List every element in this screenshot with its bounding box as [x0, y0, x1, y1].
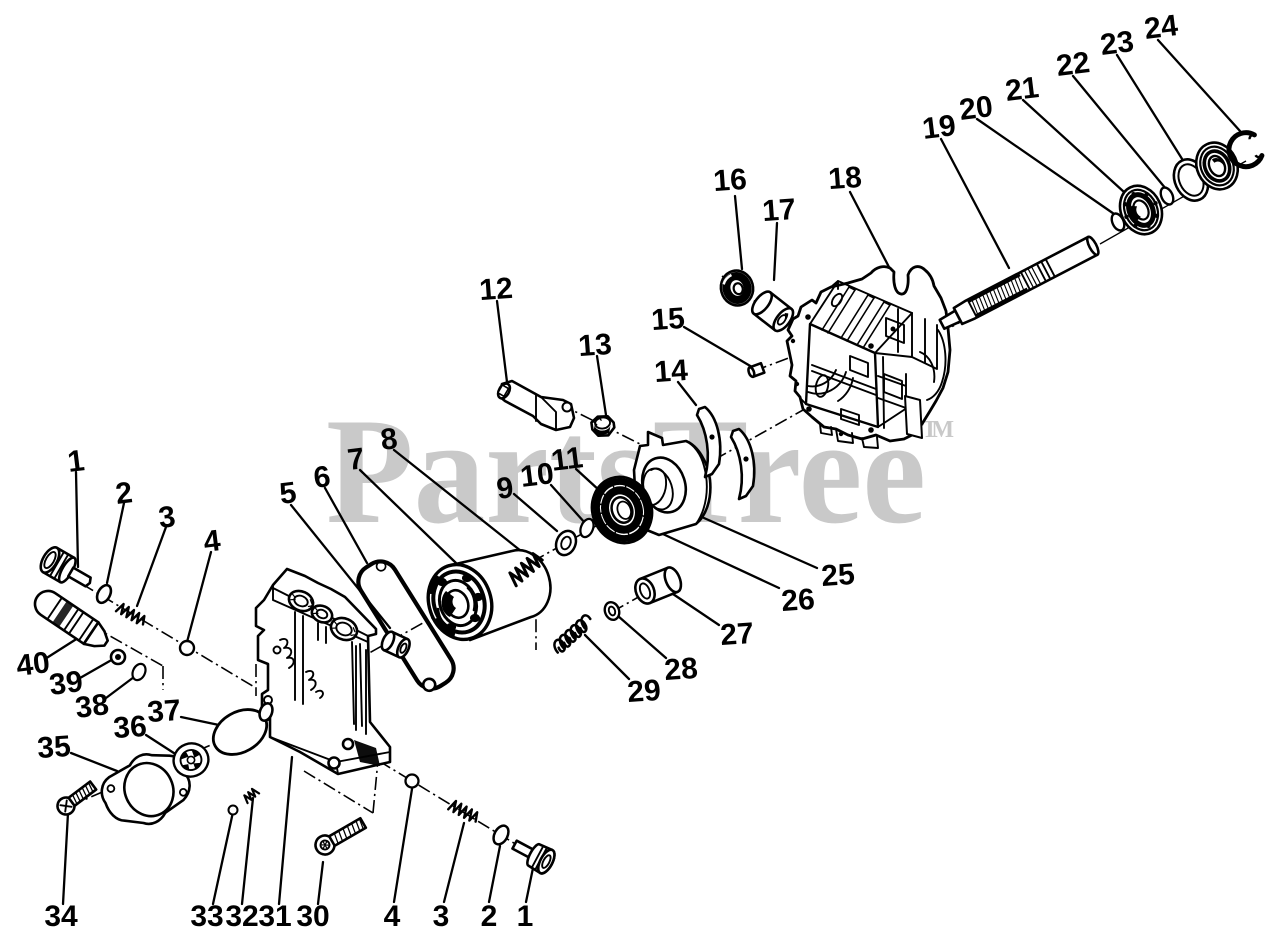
svg-text:26: 26	[780, 583, 816, 618]
svg-text:38: 38	[73, 688, 110, 725]
svg-text:14: 14	[653, 354, 689, 389]
svg-text:37: 37	[146, 694, 182, 729]
svg-text:19: 19	[920, 109, 957, 146]
svg-text:9: 9	[495, 471, 516, 506]
svg-text:39: 39	[47, 665, 84, 702]
svg-text:25: 25	[820, 558, 856, 593]
svg-text:13: 13	[577, 328, 613, 363]
svg-text:24: 24	[1142, 9, 1179, 46]
svg-text:28: 28	[663, 652, 699, 687]
svg-text:6: 6	[312, 460, 333, 495]
svg-text:18: 18	[827, 161, 863, 196]
svg-text:4: 4	[384, 900, 401, 933]
svg-text:40: 40	[14, 646, 51, 683]
svg-text:7: 7	[346, 442, 367, 477]
svg-text:3: 3	[433, 900, 450, 933]
svg-text:2: 2	[481, 900, 498, 933]
svg-text:1: 1	[517, 900, 534, 933]
svg-text:15: 15	[650, 302, 686, 337]
svg-text:3: 3	[157, 500, 178, 535]
svg-text:34: 34	[44, 900, 78, 933]
svg-text:16: 16	[712, 163, 748, 198]
svg-text:31: 31	[258, 900, 291, 933]
svg-text:11: 11	[549, 441, 585, 478]
svg-text:29: 29	[626, 674, 662, 709]
svg-text:12: 12	[478, 272, 514, 307]
svg-text:1: 1	[66, 444, 87, 479]
svg-text:20: 20	[957, 90, 994, 127]
svg-text:4: 4	[202, 524, 223, 559]
svg-text:23: 23	[1098, 25, 1135, 62]
svg-text:22: 22	[1054, 46, 1091, 83]
svg-text:5: 5	[278, 476, 299, 511]
svg-text:35: 35	[36, 730, 72, 765]
svg-text:2: 2	[114, 476, 135, 511]
svg-text:33: 33	[190, 900, 223, 933]
svg-text:TM: TM	[922, 417, 954, 443]
svg-text:17: 17	[761, 193, 797, 228]
svg-text:27: 27	[719, 617, 755, 652]
svg-text:32: 32	[225, 900, 258, 933]
svg-text:36: 36	[112, 710, 148, 745]
svg-text:10: 10	[518, 457, 555, 494]
svg-text:30: 30	[296, 900, 329, 933]
svg-text:8: 8	[379, 422, 400, 457]
svg-text:21: 21	[1003, 71, 1040, 108]
